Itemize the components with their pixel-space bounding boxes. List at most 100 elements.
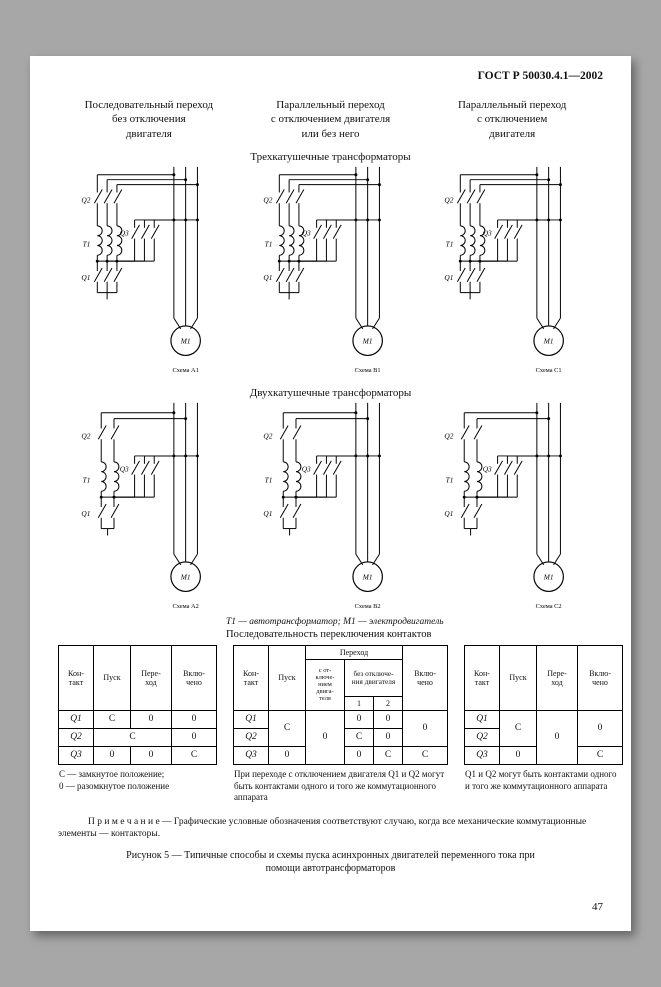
motor-symbol [352, 561, 383, 592]
diagram-legend: Т1 — автотрансформатор; М1 — электродвиг… [226, 616, 444, 627]
column-heading-sequential: Последовательный переход без отключения … [84, 99, 214, 140]
cell: Q3 [233, 745, 269, 765]
cell: C [93, 727, 172, 747]
table-row: Q3 0 C [464, 745, 623, 765]
cell: 0 [577, 709, 623, 747]
motor-symbol [170, 325, 201, 356]
table-row: Q2 C 0 [233, 727, 448, 747]
motor-label: M1 [361, 337, 372, 346]
table-a-note: С — замкнутое положение; 0 — разомкнутое… [59, 768, 170, 791]
cell: C [344, 727, 374, 747]
cell: 0 [305, 709, 345, 765]
label-q3: Q3 [483, 229, 492, 238]
motor-label: M1 [543, 573, 554, 582]
cell: 0 [536, 709, 578, 765]
document-page: ГОСТ Р 50030.4.1—2002 Последовательный п… [30, 56, 631, 931]
label-q1: Q1 [81, 509, 90, 518]
page-number: 47 [592, 900, 603, 913]
header-cell: Пуск [499, 644, 537, 711]
cell: C [93, 709, 131, 729]
scheme-label: Схема А1 [172, 367, 198, 374]
cell: 0 [344, 745, 374, 765]
table-row: Q1 C 0 0 [464, 709, 623, 765]
cell: C [402, 745, 448, 765]
label-q1: Q1 [263, 509, 272, 518]
table-row: Q3 0 0 C [58, 745, 217, 765]
table-c-note: Q1 и Q2 могут быть контактами одного и т… [465, 768, 617, 791]
label-q2: Q2 [445, 431, 454, 440]
cell: C [171, 745, 217, 765]
label-q1: Q1 [263, 273, 272, 282]
label-t1: T1 [264, 239, 272, 248]
table-row: Q1 C 0 0 [58, 709, 217, 729]
table-row: Q3 0 0 C C [233, 745, 448, 765]
table-column-c: Кон- такт Пуск Пере- ход Вклю- чено Q1 C… [464, 644, 623, 792]
scheme-label: Схема В2 [354, 603, 380, 610]
section-title-three-coil: Трехкатушечные трансформаторы [250, 150, 411, 163]
motor-label: M1 [543, 337, 554, 346]
cell: 0 [402, 709, 448, 747]
cell: Q1 [233, 709, 269, 729]
cell: 0 [93, 745, 131, 765]
header-cell: без отключе- ния двигателя [344, 658, 403, 697]
cell: Q1 [464, 709, 500, 729]
column-heading-parallel-disc: Параллельный переход с отключением двига… [457, 99, 567, 140]
cell: 0 [268, 745, 306, 765]
label-q3: Q3 [483, 465, 492, 474]
header-cell: Вклю- чено [402, 644, 448, 711]
remark-note: П р и м е ч а н и е — Графические условн… [58, 816, 587, 840]
header-cell: Пуск [268, 644, 306, 711]
cell: 0 [373, 709, 403, 729]
cell: 0 [130, 745, 172, 765]
cell: 0 [344, 709, 374, 729]
cell: C [373, 745, 403, 765]
motor-symbol [533, 561, 565, 592]
motor-symbol [533, 325, 565, 356]
label-t1: T1 [83, 475, 91, 484]
cell: 0 [171, 727, 217, 747]
header-cell: Пуск [93, 644, 131, 711]
label-q2: Q2 [81, 195, 90, 204]
cell: Q2 [58, 727, 94, 747]
label-t1: T1 [446, 475, 454, 484]
column-heading-parallel-either: Параллельный переход с отключением двига… [270, 99, 391, 140]
cell: Q1 [58, 709, 94, 729]
cell: Q3 [58, 745, 94, 765]
scheme-label: Схема В1 [354, 367, 380, 374]
scheme-label: Схема А2 [172, 603, 198, 610]
figure-caption: Рисунок 5 — Типичные способы и схемы пус… [126, 849, 535, 874]
label-q2: Q2 [81, 431, 90, 440]
header-cell: Вклю- чено [171, 644, 217, 711]
motor-label: M1 [180, 337, 191, 346]
cell: 0 [171, 709, 217, 729]
header-cell: с от- ключе- нием двига- теля [305, 658, 345, 711]
label-q1: Q1 [445, 273, 454, 282]
motor-label: M1 [180, 573, 191, 582]
label-q2: Q2 [263, 431, 272, 440]
motor-symbol [352, 325, 383, 356]
cell: C [577, 745, 623, 765]
header-cell: Пере- ход [536, 644, 578, 711]
table-b-note: При переходе с отключением двигателя Q1 … [234, 768, 445, 803]
motor-label: M1 [361, 573, 372, 582]
cell: C [268, 709, 306, 747]
label-q3: Q3 [301, 465, 310, 474]
label-q2: Q2 [445, 195, 454, 204]
scheme-label: Схема С2 [536, 603, 562, 610]
switching-table-a: Кон- такт Пуск Пере- ход Вклю- чено Q1 C… [58, 644, 217, 765]
cell: 0 [373, 727, 403, 747]
switching-tables: Кон- такт Пуск Пере- ход Вклю- чено Q1 C… [58, 644, 623, 804]
section-title-two-coil: Двухкатушечные трансформаторы [249, 386, 412, 399]
label-t1: T1 [446, 239, 454, 248]
motor-symbol [170, 561, 201, 592]
